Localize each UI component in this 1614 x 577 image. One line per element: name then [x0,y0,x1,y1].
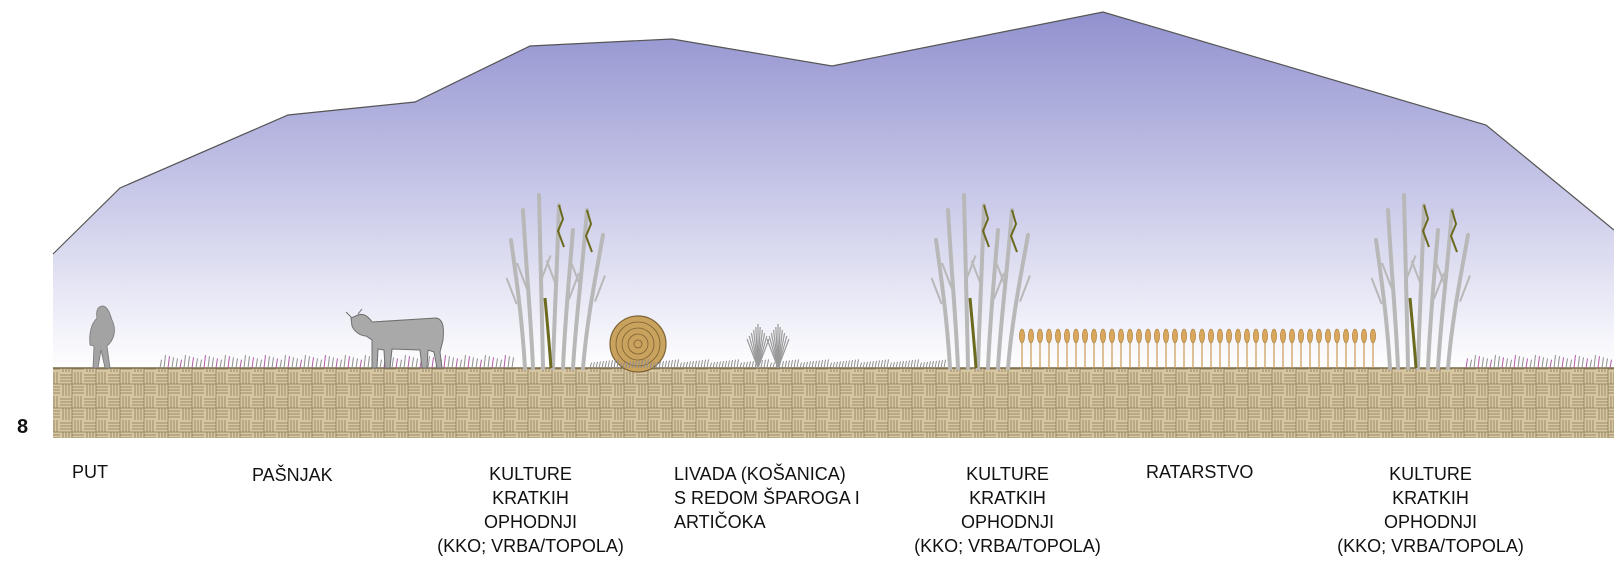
zone-label-line: OPHODNJI [428,510,633,534]
zone-label-line: KULTURE [1328,462,1533,486]
zone-label-line: (KKO; VRBA/TOPOLA) [1328,534,1533,558]
zone-label-line: S REDOM ŠPAROGA I [674,486,860,510]
zone-label-ratarstvo: RATARSTVO [1146,460,1253,484]
zone-label-line: PUT [72,460,108,484]
zone-label-kko-3: KULTURE KRATKIH OPHODNJI (KKO; VRBA/TOPO… [1328,462,1533,558]
zone-label-line: (KKO; VRBA/TOPOLA) [428,534,633,558]
zone-label-line: KULTURE [905,462,1110,486]
zone-label-line: KRATKIH [1328,486,1533,510]
zone-label-line: RATARSTVO [1146,460,1253,484]
zone-label-line: KULTURE [428,462,633,486]
zone-label-line: (KKO; VRBA/TOPOLA) [905,534,1110,558]
zone-label-line: LIVADA (KOŠANICA) [674,462,860,486]
zone-label-pasnjak: PAŠNJAK [252,463,333,487]
zone-label-line: PAŠNJAK [252,463,333,487]
zone-label-livada: LIVADA (KOŠANICA) S REDOM ŠPAROGA I ARTI… [674,462,860,534]
zone-label-line: OPHODNJI [905,510,1110,534]
hay-bale-illustration [610,316,666,372]
soil-strip [53,368,1614,438]
zone-label-line: KRATKIH [428,486,633,510]
zone-label-kko-1: KULTURE KRATKIH OPHODNJI (KKO; VRBA/TOPO… [428,462,633,558]
panel-number: 8 [17,416,28,439]
zone-label-line: ARTIČOKA [674,510,860,534]
zone-label-line: KRATKIH [905,486,1110,510]
zone-label-line: OPHODNJI [1328,510,1533,534]
zone-label-kko-2: KULTURE KRATKIH OPHODNJI (KKO; VRBA/TOPO… [905,462,1110,558]
zone-label-put: PUT [72,460,108,484]
